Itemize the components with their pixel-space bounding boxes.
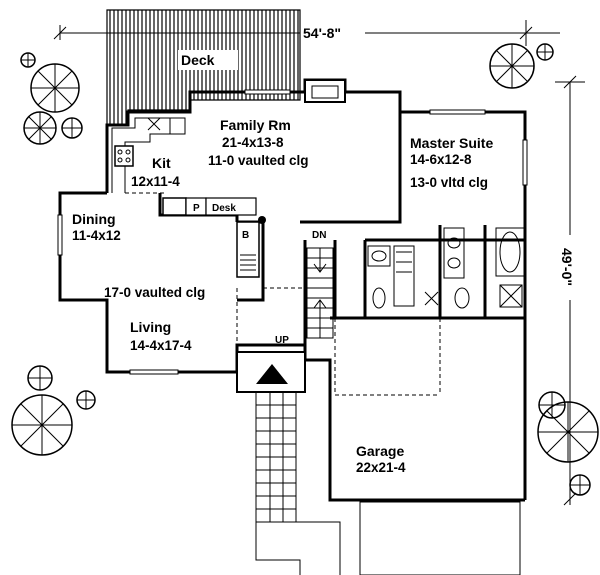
living-size: 14-4x17-4	[130, 338, 192, 353]
pantry-desk	[162, 197, 266, 224]
family-room-size: 21-4x13-8	[222, 135, 284, 150]
garage-name: Garage	[356, 443, 404, 459]
depth-dimension-label: 49'-0"	[559, 248, 575, 286]
pantry-label: P	[193, 203, 200, 214]
landscape-trees	[11, 43, 599, 496]
family-room-name: Family Rm	[220, 117, 291, 133]
deck-label: Deck	[181, 52, 215, 68]
dining-size: 11-4x12	[72, 228, 121, 243]
kitchen-counters	[111, 117, 186, 194]
master-suite-name: Master Suite	[410, 135, 493, 151]
master-suite-size: 14-6x12-8	[410, 152, 472, 167]
windows	[57, 89, 528, 375]
family-room-ceiling: 11-0 vaulted clg	[208, 153, 309, 168]
width-dimension-label: 54'-8"	[303, 25, 341, 41]
entry-porch	[236, 351, 306, 393]
stairs-up-label: UP	[275, 335, 289, 346]
garage-size: 22x21-4	[356, 460, 406, 475]
master-bath-fixtures	[367, 227, 525, 309]
bar-label: B	[242, 230, 249, 241]
living-ceiling: 17-0 vaulted clg	[104, 285, 205, 300]
dining-name: Dining	[72, 211, 116, 227]
kitchen-name: Kit	[152, 155, 171, 171]
kitchen-size: 12x11-4	[131, 174, 180, 189]
front-walkway	[255, 391, 341, 575]
stairs-down-label: DN	[312, 230, 326, 241]
width-dimension-line	[53, 20, 560, 46]
garage-interior	[334, 318, 441, 396]
driveway	[359, 501, 521, 575]
fireplace	[304, 79, 346, 103]
stairs	[236, 247, 334, 345]
living-name: Living	[130, 319, 171, 335]
master-suite-ceiling: 13-0 vltd clg	[410, 175, 488, 190]
bar-counter	[236, 221, 260, 278]
desk-label: Desk	[212, 203, 236, 214]
